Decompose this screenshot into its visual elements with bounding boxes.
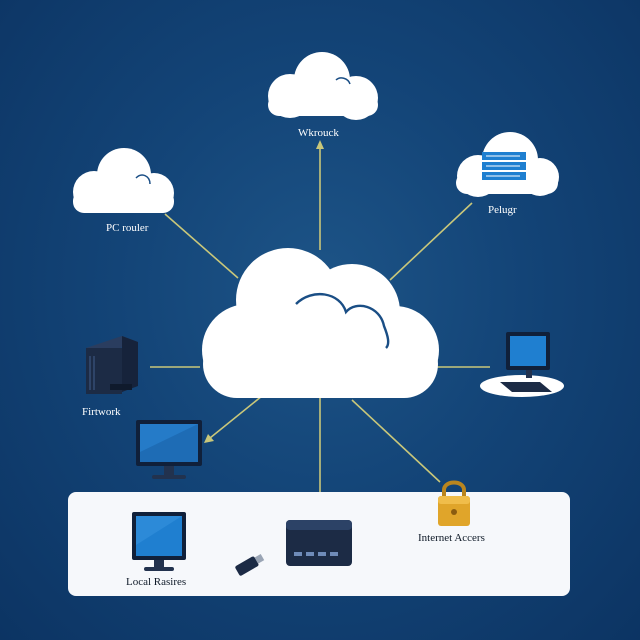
left-cloud-icon <box>73 148 174 213</box>
monitor-icon-local <box>132 512 186 571</box>
label-local-devices: Local Rasires <box>126 576 187 588</box>
connector-left-monitor <box>209 395 263 439</box>
usb-stick-icon <box>235 554 265 576</box>
padlock-icon <box>438 480 470 526</box>
arrow-left-monitor <box>204 434 214 443</box>
label-server: Firtwork <box>82 406 121 418</box>
arrow-top <box>316 140 324 149</box>
label-internet-access: Internet Accers <box>418 532 485 544</box>
label-top-cloud: Wkrouck <box>298 127 339 139</box>
storage-stack-icon <box>482 152 526 180</box>
storage-cloud-icon <box>456 132 559 197</box>
server-tower-icon <box>86 336 138 394</box>
connector-right-storage <box>389 202 473 281</box>
top-cloud-icon <box>268 52 378 120</box>
label-storage: Pelugr <box>488 204 517 216</box>
connector-lock <box>351 399 441 483</box>
label-left-cloud: PC rouler <box>106 222 149 234</box>
connector-left-cloud <box>164 213 239 279</box>
desktop-computer-icon <box>480 332 564 397</box>
monitor-icon-left <box>136 420 202 479</box>
router-box-icon <box>286 520 352 566</box>
central-cloud-icon <box>202 248 439 398</box>
